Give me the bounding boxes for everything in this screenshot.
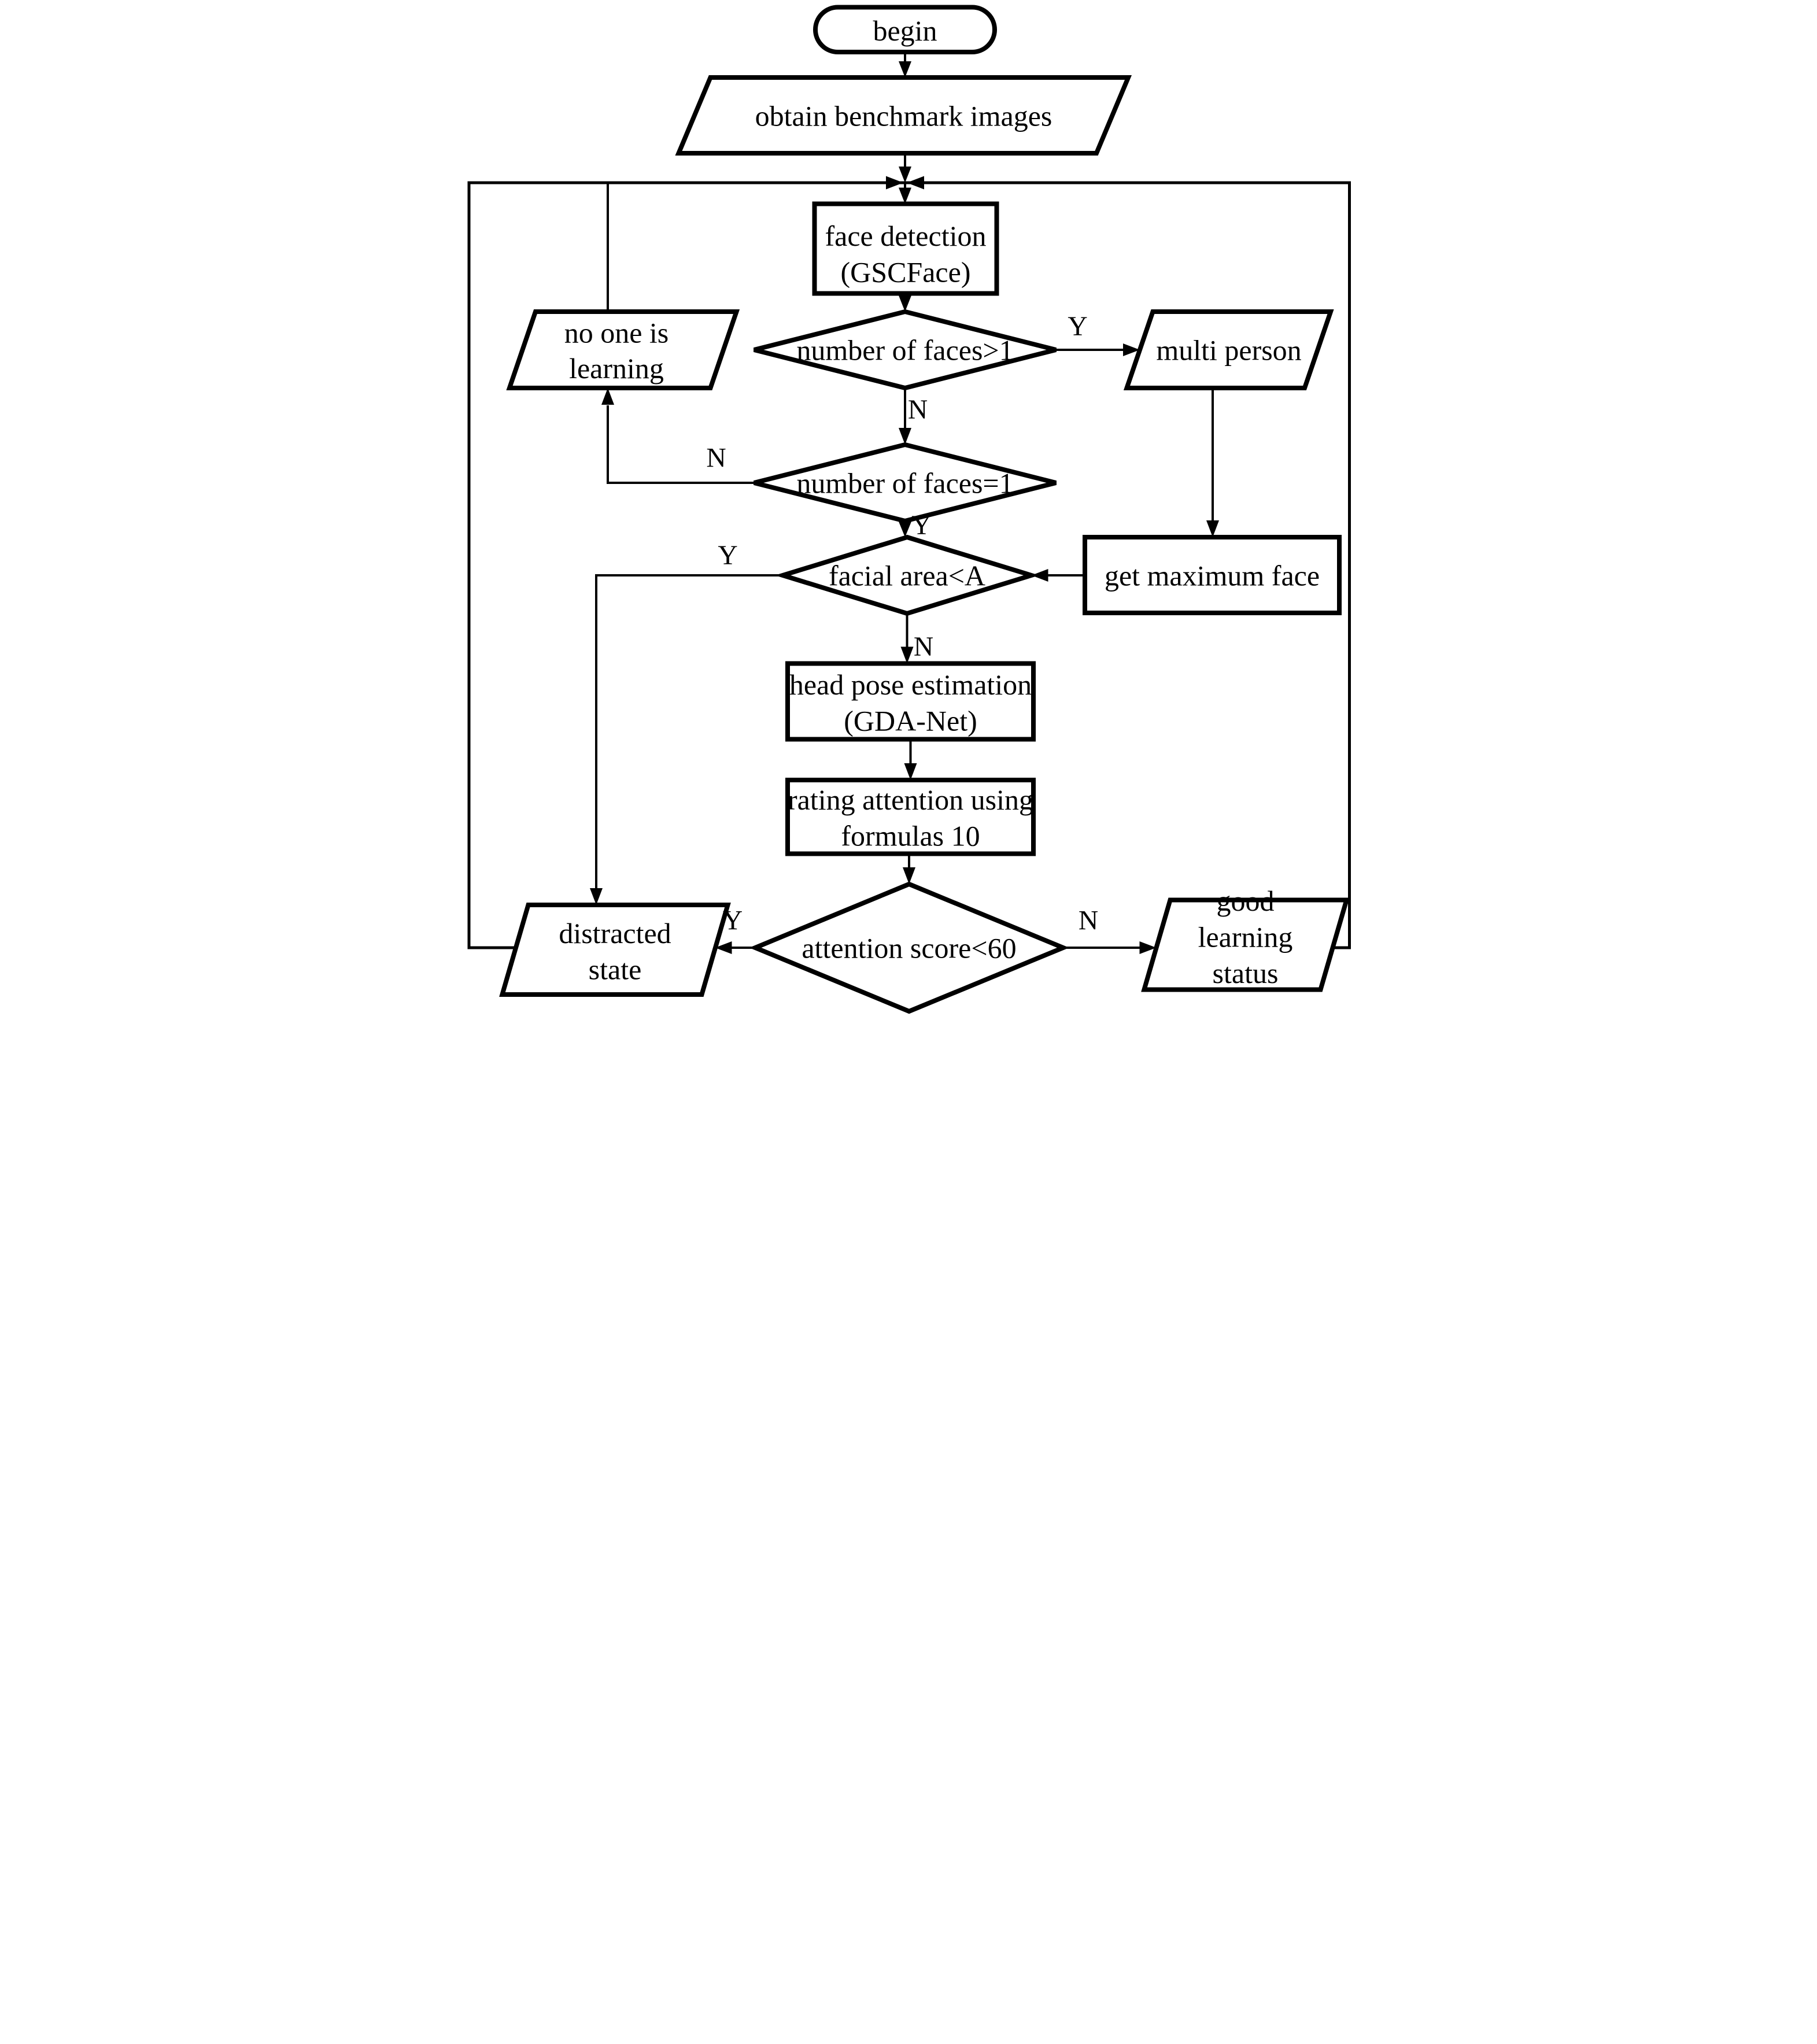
- good-learning-status-label-line1: good: [1216, 885, 1274, 917]
- begin-label: begin: [873, 14, 937, 47]
- arrowhead-into-obtain: [898, 61, 911, 77]
- arrowhead-into-junction-down: [898, 167, 911, 183]
- rating-attention-label-line1: rating attention using: [788, 783, 1033, 816]
- face-detection-label-line2: (GSCFace): [840, 256, 970, 289]
- arrowhead-into-faces-gt1: [898, 295, 911, 312]
- facial-area-yes-label: Y: [718, 541, 737, 571]
- arrowhead-into-distracted-top: [589, 888, 603, 905]
- number-of-faces-eq1-label: number of faces=1: [796, 467, 1013, 500]
- facial-area-no-label: N: [913, 632, 933, 662]
- arrowhead-into-rating: [904, 763, 917, 780]
- head-pose-label-line2: (GDA-Net): [844, 705, 977, 737]
- arrowhead-into-facial-area-right: [1031, 569, 1048, 582]
- arrowhead-into-facial-area-top: [898, 522, 911, 537]
- arrowhead-into-multi-person: [1122, 343, 1140, 356]
- obtain-benchmark-images-label: obtain benchmark images: [755, 100, 1052, 132]
- face-detection-box: [812, 201, 999, 296]
- arrowhead-into-good-learning: [1139, 941, 1156, 954]
- good-learning-status-label-line3: status: [1212, 957, 1278, 989]
- arrowhead-into-head-pose: [900, 646, 913, 664]
- faces-gt1-yes-label: Y: [1068, 312, 1087, 342]
- arrowhead-into-face-detection: [898, 187, 911, 204]
- good-learning-status-label-line2: learning: [1198, 921, 1292, 953]
- no-one-is-learning-parallelogram: [505, 309, 740, 390]
- edge-faces-eq1-no-to-no-one: [606, 405, 754, 484]
- attention-yes-label: Y: [722, 906, 742, 936]
- attention-score-label: attention score<60: [802, 932, 1016, 964]
- arrowhead-into-get-max-face: [1206, 520, 1219, 537]
- number-of-faces-eq1-diamond: [753, 442, 1057, 524]
- number-of-faces-gt1-diamond: [753, 309, 1057, 391]
- arrowhead-junction-from-right: [906, 176, 924, 190]
- multi-person-label: multi person: [1156, 334, 1301, 367]
- multi-person-parallelogram: [1123, 309, 1334, 390]
- rating-attention-box: [785, 778, 1036, 856]
- arrowhead-into-attention: [902, 867, 915, 884]
- arrowhead-junction-from-left: [885, 176, 903, 190]
- edge-facial-area-yes-to-distracted: [594, 574, 782, 889]
- flowchart-canvas: begin obtain benchmark images face detec…: [454, 0, 1363, 1022]
- good-learning-status-parallelogram: [1140, 897, 1350, 992]
- faces-eq1-no-label: N: [706, 443, 726, 474]
- distracted-state-label-line2: state: [588, 953, 641, 986]
- faces-gt1-no-label: N: [907, 395, 927, 425]
- head-pose-estimation-box: [785, 661, 1036, 742]
- rating-attention-label-line2: formulas 10: [841, 820, 980, 852]
- distracted-state-label-line1: distracted: [559, 917, 671, 949]
- obtain-benchmark-images-parallelogram: [674, 75, 1132, 156]
- begin-terminator: [813, 5, 997, 54]
- face-detection-label-line1: face detection: [825, 220, 986, 252]
- get-maximum-face-box: [1082, 535, 1342, 615]
- attention-no-label: N: [1078, 906, 1098, 936]
- arrowhead-into-distracted-right: [715, 941, 732, 954]
- number-of-faces-gt1-label: number of faces>1: [796, 334, 1013, 367]
- distracted-state-parallelogram: [498, 903, 731, 997]
- arrowhead-into-no-one-bottom: [601, 388, 614, 405]
- faces-eq1-yes-label: Y: [911, 511, 931, 541]
- facial-area-label: facial area<A: [828, 560, 985, 592]
- no-one-is-learning-label-line2: learning: [569, 352, 664, 385]
- get-maximum-face-label: get maximum face: [1104, 560, 1319, 592]
- facial-area-diamond: [774, 534, 1039, 616]
- no-one-is-learning-label-line1: no one is: [564, 317, 669, 349]
- head-pose-label-line1: head pose estimation: [789, 668, 1031, 701]
- arrowhead-into-faces-eq1: [898, 428, 911, 445]
- attention-score-diamond: [749, 881, 1069, 1014]
- flowchart-page: begin obtain benchmark images face detec…: [454, 0, 1363, 1022]
